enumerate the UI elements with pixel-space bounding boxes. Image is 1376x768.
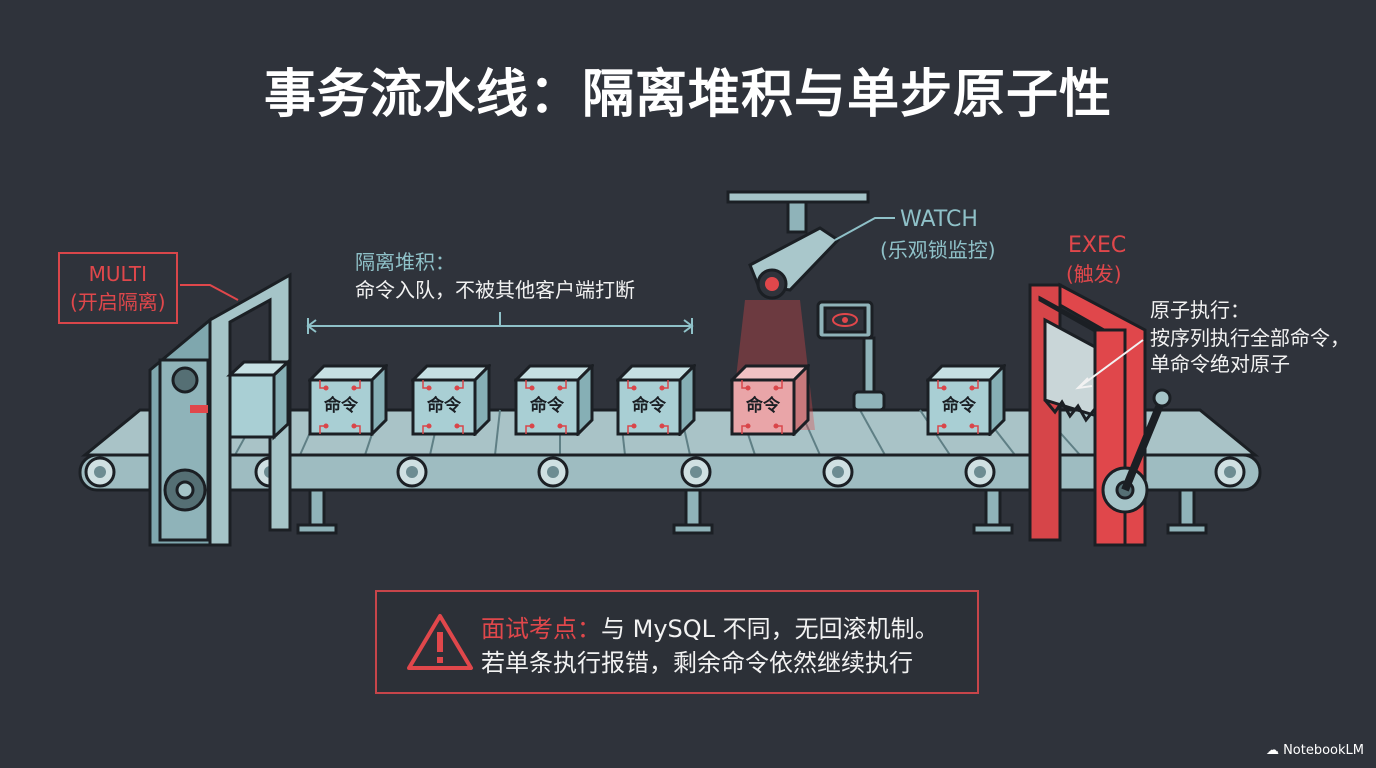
multi-label: MULTI (开启隔离)	[58, 252, 178, 324]
command-cube-label: 命令	[632, 396, 666, 416]
isolation-desc: 命令入队，不被其他客户端打断	[355, 278, 635, 302]
note-text: 面试考点：与 MySQL 不同，无回滚机制。 若单条执行报错，剩余命令依然继续执…	[481, 612, 939, 680]
exec-name: EXEC	[1068, 233, 1127, 258]
multi-name: MULTI	[88, 262, 147, 286]
command-cube	[926, 364, 1006, 436]
multi-gate	[148, 272, 292, 547]
atomic-line2: 单命令绝对原子	[1150, 352, 1290, 376]
cube-entering	[226, 358, 292, 441]
command-cube	[730, 364, 810, 436]
brand-name: NotebookLM	[1283, 743, 1364, 758]
exec-desc: (触发)	[1066, 262, 1122, 286]
note-line1: 与 MySQL 不同，无回滚机制。	[601, 615, 939, 643]
page-title: 事务流水线：隔离堆积与单步原子性	[263, 65, 1112, 125]
multi-desc: (开启隔离)	[70, 290, 166, 314]
command-cube-label: 命令	[324, 396, 358, 416]
atomic-line1: 按序列执行全部命令，	[1150, 326, 1350, 350]
command-cube-label: 命令	[427, 396, 461, 416]
command-cube-label: 命令	[746, 396, 780, 416]
exec-machine	[1028, 282, 1172, 547]
watch-desc: (乐观锁监控)	[880, 238, 996, 262]
command-cube	[308, 364, 388, 436]
warning-icon	[407, 614, 473, 670]
brand-icon: ☁	[1265, 743, 1279, 758]
isolation-bracket	[306, 312, 694, 334]
command-cube	[616, 364, 696, 436]
command-cube	[514, 364, 594, 436]
watch-name: WATCH	[900, 207, 978, 232]
brand-watermark: ☁ NotebookLM	[1266, 743, 1364, 758]
note-highlight: 面试考点：	[481, 615, 601, 643]
isolation-title: 隔离堆积：	[355, 250, 455, 274]
monitor	[816, 300, 886, 412]
conveyor-legs	[296, 488, 1208, 535]
interview-note: 面试考点：与 MySQL 不同，无回滚机制。 若单条执行报错，剩余命令依然继续执…	[375, 590, 979, 694]
command-cube-label: 命令	[530, 396, 564, 416]
belt-side	[78, 453, 1262, 492]
command-cube-label: 命令	[942, 396, 976, 416]
atomic-title: 原子执行：	[1150, 298, 1250, 322]
note-line2: 若单条执行报错，剩余命令依然继续执行	[481, 649, 913, 677]
command-cube	[411, 364, 491, 436]
